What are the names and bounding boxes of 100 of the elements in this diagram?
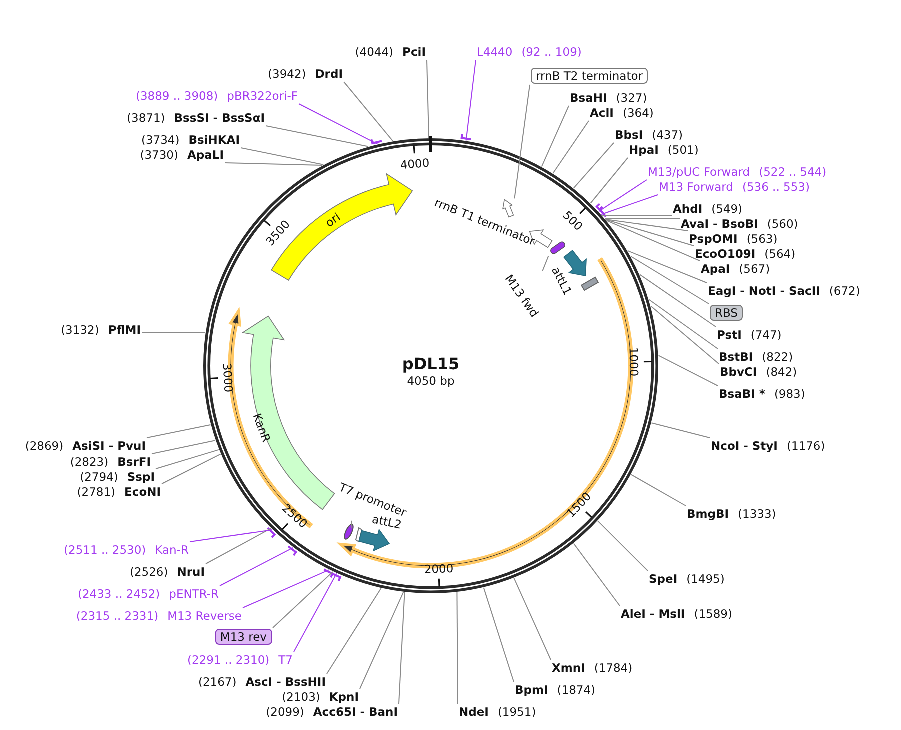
leader-line: [398, 592, 406, 704]
primer-site-label: L4440 (92 .. 109): [477, 45, 582, 59]
leader-line: [658, 355, 718, 386]
gene-feature: [358, 528, 390, 552]
leader-line: [630, 474, 686, 506]
restriction-site-label: HpaI (501): [629, 143, 699, 157]
restriction-site-label: AhdI (549): [673, 202, 743, 216]
leader-line: [605, 219, 694, 246]
feature-mark: [549, 240, 567, 256]
restriction-site-label: (3871) BssSI - BssSαI: [127, 111, 265, 125]
leader-line: [630, 256, 710, 304]
leader-line: [598, 180, 648, 212]
leader-line: [190, 530, 274, 542]
restriction-site-label: BmgBI (1333): [687, 507, 776, 521]
restriction-site-label: XmnI (1784): [552, 661, 633, 675]
leader-line: [220, 547, 294, 586]
leader-line: [266, 126, 370, 148]
leader-line: [272, 572, 334, 628]
feature-label-box: M13 rev: [215, 629, 272, 645]
restriction-site-label: (2869) AsiSI - PvuI: [25, 439, 146, 453]
restriction-site-label: BsaHI (327): [570, 91, 648, 105]
restriction-site-label: (3730) ApaLI: [140, 148, 224, 162]
restriction-site-label: PstI (747): [717, 328, 782, 342]
leader-line: [456, 592, 458, 704]
tick-label: 4000: [400, 156, 431, 172]
restriction-site-label: (2781) EcoNI: [77, 485, 161, 499]
leader-line: [602, 215, 672, 216]
leader-line: [541, 106, 570, 168]
primer-site-label: M13/pUC Forward (522 .. 544): [648, 165, 827, 179]
restriction-site-label: NcoI - StyI (1176): [711, 439, 826, 453]
leader-line: [242, 570, 330, 608]
leader-line: [601, 194, 658, 216]
leader-line: [240, 148, 324, 166]
restriction-site-label: (3734) BsiHKAI: [141, 133, 240, 147]
leader-line: [590, 158, 628, 204]
restriction-site-label: (3942) DrdI: [268, 67, 343, 81]
leader-line: [604, 218, 680, 220]
leader-line: [573, 543, 620, 606]
tick-label: 1000: [626, 347, 642, 377]
restriction-site-label: BbvCI (842): [720, 365, 798, 379]
tick-label: 500: [560, 208, 586, 234]
restriction-site-label: (4044) PciI: [355, 45, 426, 59]
restriction-site-label: AvaI - BsoBI (560): [681, 217, 798, 231]
restriction-site-label: (2794) SspI: [80, 470, 155, 484]
plasmid-name: pDL15: [402, 354, 460, 374]
leader-line: [605, 218, 688, 232]
restriction-site-label: (2167) AscI - BssHII: [198, 675, 326, 689]
leader-line: [344, 82, 394, 142]
restriction-site-label: EcoO109I (564): [695, 247, 796, 261]
restriction-site-label: (2526) NruI: [130, 565, 205, 579]
leader-line: [514, 84, 530, 200]
leader-line: [648, 299, 718, 350]
leader-line: [542, 256, 550, 272]
leader-line: [360, 592, 404, 690]
restriction-site-label: NdeI (1951): [459, 705, 536, 719]
restriction-site-label: (2823) BsrFI: [70, 455, 151, 469]
primer-site-label: (2511 .. 2530) Kan-R: [64, 543, 189, 557]
restriction-site-label: (2099) Acc65I - BanI: [266, 705, 398, 719]
leader-line: [146, 424, 212, 438]
feature-label: KanR: [250, 412, 274, 444]
primer-site-label: (3889 .. 3908) pBR322ori-F: [136, 89, 298, 103]
restriction-site-label: ApaI (567): [701, 262, 770, 276]
restriction-site-label: AleI - MslI (1589): [621, 607, 732, 621]
restriction-site-label: BstBI (822): [719, 350, 794, 364]
restriction-site-label: (2103) KpnI: [282, 690, 359, 704]
leader-line: [224, 162, 324, 166]
restriction-site-label: EagI - NotI - SacII (672): [708, 284, 860, 298]
leader-line: [650, 306, 720, 364]
leader-line: [552, 120, 590, 174]
leader-line: [627, 250, 708, 284]
leader-line: [483, 587, 514, 682]
leader-line: [156, 449, 220, 470]
restriction-site-label: BpmI (1874): [515, 683, 596, 697]
leader-line: [298, 104, 378, 145]
primer-site-label: (2291 .. 2310) T7: [188, 653, 293, 667]
leader-line: [142, 332, 206, 334]
leader-line: [162, 454, 222, 484]
leader-line: [598, 520, 648, 572]
leader-line: [152, 440, 216, 454]
leader-line: [639, 274, 716, 328]
restriction-site-label: BbsI (437): [615, 128, 684, 142]
leader-line: [426, 60, 430, 138]
leader-line: [651, 422, 710, 438]
leader-line: [466, 60, 476, 142]
restriction-site-label: (3132) PflMI: [61, 323, 141, 337]
primer-site-label: (2315 .. 2331) M13 Reverse: [76, 609, 242, 623]
primer-site-label: M13 Forward (536 .. 553): [659, 180, 810, 194]
feature-label-box: rrnB T2 terminator: [531, 68, 648, 84]
leader-line: [326, 588, 382, 674]
restriction-site-label: BsaBI * (983): [719, 387, 806, 401]
feature-label: attL1: [549, 264, 575, 298]
leader-line: [514, 578, 552, 660]
leader-line: [606, 220, 700, 262]
feature-label-box: RBS: [710, 305, 743, 321]
leader-line: [573, 142, 614, 189]
restriction-site-label: AclI (364): [590, 106, 654, 120]
tick-label: 2000: [424, 561, 454, 576]
tick-label: 3000: [220, 362, 236, 393]
plasmid-length: 4050 bp: [407, 374, 455, 388]
restriction-site-label: SpeI (1495): [649, 572, 725, 586]
